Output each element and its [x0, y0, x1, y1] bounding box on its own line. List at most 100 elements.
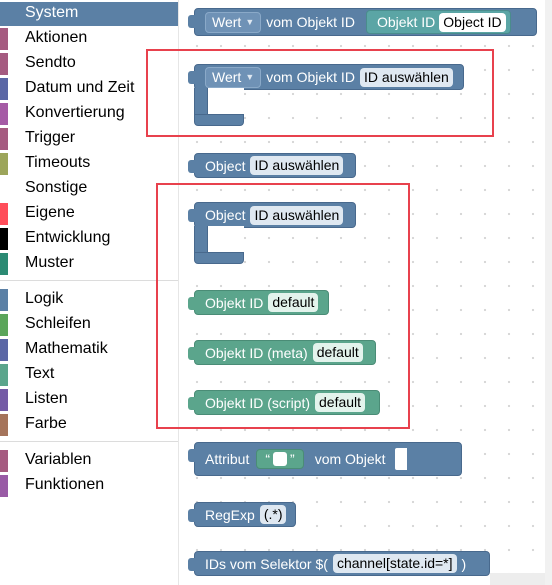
object-id-block[interactable]: Objekt ID default — [188, 290, 329, 315]
category-logik[interactable]: Logik — [0, 288, 178, 312]
category-label: Eigene — [25, 204, 75, 221]
category-swatch — [0, 475, 8, 497]
default-field[interactable]: default — [315, 393, 366, 412]
category-entwicklung[interactable]: Entwicklung — [0, 227, 178, 251]
id-select-field[interactable]: ID auswählen — [250, 156, 344, 175]
category-swatch — [0, 103, 8, 125]
block-text: IDs vom Selektor $( — [205, 555, 328, 572]
object-id-field[interactable]: Object ID — [439, 12, 506, 32]
dropdown-value: Wert — [212, 68, 242, 85]
category-label: Muster — [25, 254, 74, 271]
id-select-field[interactable]: ID auswählen — [250, 205, 344, 225]
selector-field[interactable]: channel[state.id=*] — [332, 554, 457, 573]
attribute-dropdown[interactable]: Wert ▼ — [205, 11, 262, 33]
category-swatch — [0, 128, 8, 150]
object-block[interactable]: Object ID auswählen — [188, 153, 356, 178]
category-swatch — [0, 314, 8, 336]
input-socket[interactable] — [394, 448, 407, 470]
object-id-meta-block[interactable]: Objekt ID (meta) default — [188, 340, 376, 365]
regexp-field[interactable]: (.*) — [259, 505, 287, 524]
category-swatch — [0, 53, 8, 75]
default-field[interactable]: default — [312, 343, 363, 362]
statement-slot — [208, 88, 244, 114]
toolbox-separator — [0, 441, 178, 442]
block-text: Attribut — [205, 451, 250, 467]
category-listen[interactable]: Listen — [0, 388, 178, 412]
text-input-block[interactable]: “ ” — [256, 449, 304, 469]
block-text: Object — [205, 157, 246, 174]
block-text: vom Objekt ID — [266, 69, 355, 85]
category-swatch — [0, 339, 8, 361]
toolbox: System Aktionen Sendto Datum und Zeit Ko… — [0, 0, 179, 585]
category-label: Timeouts — [25, 154, 91, 171]
category-label: Schleifen — [25, 315, 91, 332]
horizontal-scrollbar[interactable] — [490, 573, 550, 585]
object-block[interactable]: Object ID auswählen — [188, 202, 356, 228]
category-label: Datum und Zeit — [25, 79, 135, 96]
attribute-dropdown[interactable]: Wert ▼ — [205, 66, 262, 88]
category-swatch — [0, 28, 8, 50]
block-text: Objekt ID (meta) — [205, 344, 308, 361]
block-bottom-notch — [194, 114, 244, 126]
category-swatch — [0, 414, 8, 436]
category-label: Entwicklung — [25, 229, 111, 246]
category-swatch — [0, 153, 8, 175]
block-bottom-notch — [194, 252, 244, 264]
category-farbe[interactable]: Farbe — [0, 413, 178, 437]
object-id-script-block[interactable]: Objekt ID (script) default — [188, 390, 380, 415]
selector-block[interactable]: IDs vom Selektor $( channel[state.id=*] … — [188, 551, 490, 576]
category-swatch — [0, 364, 8, 386]
block-text: Objekt ID — [205, 294, 264, 311]
chevron-down-icon: ▼ — [245, 16, 255, 27]
category-trigger[interactable]: Trigger — [0, 127, 178, 151]
text-field[interactable] — [273, 452, 288, 466]
category-aktionen[interactable]: Aktionen — [0, 27, 178, 51]
category-funktionen[interactable]: Funktionen — [0, 474, 178, 498]
category-label: Logik — [25, 290, 64, 307]
category-swatch — [0, 203, 8, 225]
block-text: Object — [205, 207, 246, 223]
category-swatch — [0, 389, 8, 411]
category-label: Listen — [25, 390, 68, 407]
quote-open: “ — [265, 451, 271, 467]
category-timeouts[interactable]: Timeouts — [0, 152, 178, 176]
block-text: vom Objekt ID — [266, 14, 355, 30]
category-swatch — [0, 178, 8, 200]
category-schleifen[interactable]: Schleifen — [0, 313, 178, 337]
category-datum-und-zeit[interactable]: Datum und Zeit — [0, 77, 178, 101]
vertical-scrollbar[interactable] — [545, 0, 552, 585]
block-text: ) — [461, 555, 467, 572]
category-sendto[interactable]: Sendto — [0, 52, 178, 76]
category-mathematik[interactable]: Mathematik — [0, 338, 178, 362]
toolbox-separator — [0, 280, 178, 281]
regexp-block[interactable]: RegExp (.*) — [188, 502, 296, 527]
category-label: System — [25, 4, 79, 21]
category-system[interactable]: System — [0, 2, 178, 26]
default-field[interactable]: default — [268, 293, 319, 312]
block-text: Objekt ID — [376, 14, 436, 30]
object-id-input-block[interactable]: Objekt ID Object ID — [365, 10, 511, 34]
category-eigene[interactable]: Eigene — [0, 202, 178, 226]
category-label: Konvertierung — [25, 104, 125, 121]
category-konvertierung[interactable]: Konvertierung — [0, 102, 178, 126]
get-value-by-id-block[interactable]: Wert ▼ vom Objekt ID Objekt ID Object ID — [188, 8, 537, 36]
category-label: Funktionen — [25, 476, 105, 493]
category-swatch — [0, 78, 8, 100]
quote-close: ” — [290, 451, 295, 467]
block-text: RegExp — [205, 506, 255, 523]
category-label: Text — [25, 365, 55, 382]
id-select-field[interactable]: ID auswählen — [359, 67, 453, 87]
attribute-block[interactable]: Attribut “ ” vom Objekt — [188, 442, 462, 476]
category-label: Trigger — [25, 129, 76, 146]
category-sonstige[interactable]: Sonstige — [0, 177, 178, 201]
block-text: Objekt ID (script) — [205, 394, 311, 411]
highlight-box — [156, 183, 410, 429]
get-value-by-id-block[interactable]: Wert ▼ vom Objekt ID ID auswählen — [188, 64, 464, 90]
category-variablen[interactable]: Variablen — [0, 449, 178, 473]
category-label: Farbe — [25, 415, 67, 432]
category-swatch — [0, 450, 8, 472]
category-text[interactable]: Text — [0, 363, 178, 387]
category-muster[interactable]: Muster — [0, 252, 178, 276]
category-label: Sonstige — [25, 179, 88, 196]
category-label: Mathematik — [25, 340, 108, 357]
